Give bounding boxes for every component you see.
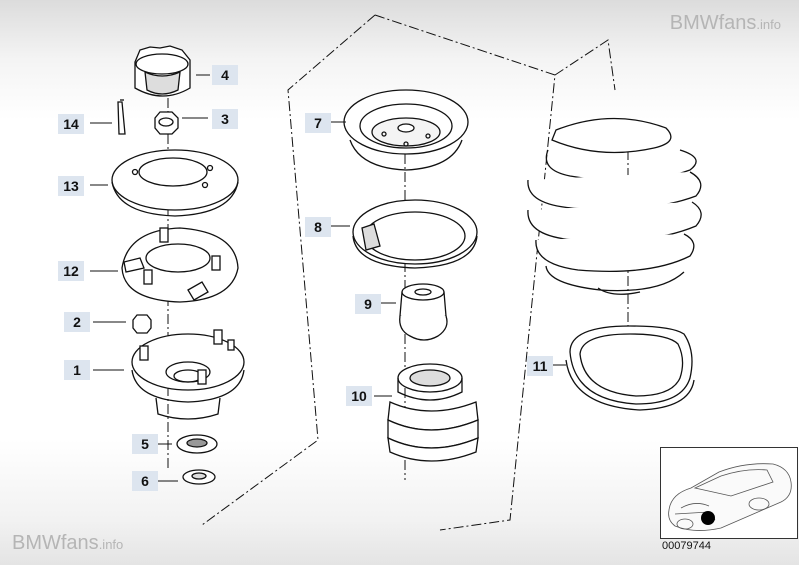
vehicle-thumbnail [660,447,798,539]
callout-11: 11 [527,356,553,376]
callout-10: 10 [346,386,372,406]
reference-number: 00079744 [662,540,711,552]
callout-14: 14 [58,114,84,134]
leader-lines [90,74,566,482]
coil-spring [527,117,702,295]
location-marker-icon [701,511,715,525]
car-outline-icon [668,463,792,531]
part-9-bump-stop [399,283,448,341]
callout-5: 5 [132,434,158,454]
callout-1: 1 [64,360,90,380]
part-11-spring-pad [565,325,695,411]
part-10-bellows [387,363,479,462]
part-5-washer [176,434,218,454]
part-13-plate [111,149,239,217]
callout-7: 7 [305,113,331,133]
part-4-cap [134,45,191,97]
callout-3: 3 [212,109,238,129]
callout-6: 6 [132,471,158,491]
callout-8: 8 [305,217,331,237]
part-3-nut [154,111,179,135]
callout-4: 4 [212,65,238,85]
part-14-pin [117,99,126,135]
callout-12: 12 [58,261,84,281]
watermark-bottom: BMWfans.info [12,532,124,554]
callout-9: 9 [355,294,381,314]
part-1-support-bearing [131,329,245,420]
part-8-ring [352,199,478,269]
part-7-spring-seat [343,89,469,171]
callout-2: 2 [64,312,90,332]
part-6-washer [182,469,216,485]
watermark-top: BMWfans.info [669,12,781,34]
part-12-spacer [121,227,239,303]
callout-13: 13 [58,176,84,196]
part-2-nut [132,314,152,334]
